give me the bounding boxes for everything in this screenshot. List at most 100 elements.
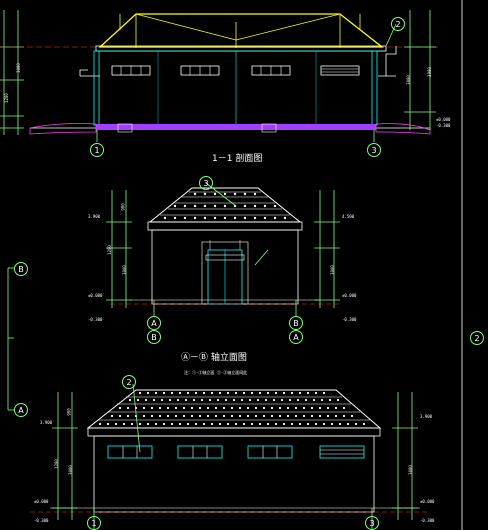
roof-tile-dot — [254, 414, 258, 418]
elev-bot-right-top: 3.900 — [420, 414, 433, 419]
roof-tile-dot — [214, 414, 218, 418]
roof-tile-dot — [294, 414, 298, 418]
elev-mid-left-top: 3.900 — [88, 214, 101, 219]
roof-tile-dot — [206, 414, 210, 418]
axis-bubble-2-right-margin: 2 — [470, 331, 484, 345]
roof-tile-dot — [170, 422, 174, 426]
roof-tile-dot — [206, 406, 210, 410]
roof-tile-dot — [278, 414, 282, 418]
roof-tile-dot — [186, 391, 190, 395]
axis-bubble-a-left: A — [147, 316, 161, 330]
roof-tile-dot — [256, 398, 260, 402]
roof-tile-dot — [166, 406, 170, 410]
roof-tile-dot — [302, 414, 306, 418]
elev-bot-left-top: 3.900 — [40, 420, 53, 425]
roof-tile-dot — [214, 406, 218, 410]
roof-tile-dot — [310, 414, 314, 418]
roof-tile-dot — [162, 422, 166, 426]
roof-tile-dot — [238, 414, 242, 418]
roof-tile-dot — [272, 398, 276, 402]
roof-tile-dot — [98, 422, 102, 426]
axis-bubble-b-margin: B — [14, 262, 28, 276]
roof-tile-dot — [158, 414, 162, 418]
roof-tile-dot — [334, 414, 338, 418]
roof-tile-dot — [142, 414, 146, 418]
roof-tile-dot — [338, 422, 342, 426]
roof-tile-dot — [302, 406, 306, 410]
roof-tile-dot — [122, 422, 126, 426]
dim-top-d: 3900 — [426, 67, 432, 77]
roof-tile-dot — [322, 391, 326, 395]
roof-tile-dot — [288, 398, 292, 402]
roof-tile-dot — [246, 414, 250, 418]
roof-tile-dot — [264, 398, 268, 402]
section-1-1 — [0, 10, 440, 142]
roof-tile-dot — [278, 406, 282, 410]
roof-tile-dot — [146, 391, 150, 395]
roof-tile-dot — [312, 398, 316, 402]
elevation-1-3 — [30, 383, 430, 530]
roof-tile-dot — [262, 406, 266, 410]
roof-tile-dot — [286, 414, 290, 418]
roof-tile-dot — [270, 406, 274, 410]
roof-tile-dot — [250, 422, 254, 426]
roof-tile-dot — [210, 422, 214, 426]
leader-bubble-mid: 3 — [199, 176, 213, 190]
roof-tile-dot — [218, 422, 222, 426]
roof-tile-dot — [198, 406, 202, 410]
roof-tile-dot — [142, 406, 146, 410]
dim-mid-c: 3000 — [121, 265, 127, 275]
dim-top-b: 3000 — [15, 63, 21, 73]
roof-tile-dot — [146, 422, 150, 426]
roof-tile-dot — [226, 422, 230, 426]
leader-bubble-top: 2 — [391, 17, 405, 31]
roof-tile-dot — [174, 414, 178, 418]
roof-tile-dot — [354, 422, 358, 426]
roof-tile-dot — [238, 406, 242, 410]
roof-tile-dot — [186, 422, 190, 426]
roof-tile-dot — [350, 414, 354, 418]
roof-tile-dot — [126, 406, 130, 410]
leader-bubble-bottom: 2 — [122, 375, 136, 389]
axis-bubble-a-margin: A — [14, 403, 28, 417]
roof-tile-dot — [184, 398, 188, 402]
elev-top-minus: -0.300 — [436, 123, 451, 128]
roof-tile-dot — [166, 414, 170, 418]
dim-mid-b: 1200 — [106, 245, 112, 255]
roof-tile-dot — [110, 414, 114, 418]
roof-tile-dot — [326, 406, 330, 410]
roof-tile-dot — [328, 398, 332, 402]
roof-tile-dot — [274, 422, 278, 426]
dim-bot-c: 3000 — [67, 465, 73, 475]
axis-bubble-3-bottom: 3 — [365, 516, 379, 530]
section-title: 1－1 剖面图 — [212, 154, 263, 164]
roof-tile-dot — [318, 414, 322, 418]
roof-tile-dot — [174, 406, 178, 410]
roof-tile-dot — [298, 391, 302, 395]
roof-tile-dot — [128, 398, 132, 402]
roof-tile-dot — [126, 414, 130, 418]
roof-tile-dot — [138, 391, 142, 395]
roof-tile-dot — [190, 406, 194, 410]
roof-tile-dot — [282, 422, 286, 426]
roof-tile-dot — [270, 414, 274, 418]
roof-tile-dot — [248, 398, 252, 402]
elev-bot-left-minus: -0.300 — [34, 518, 49, 523]
roof-tile-dot — [230, 414, 234, 418]
roof-tile-dot — [320, 398, 324, 402]
roof-tile-dot — [178, 391, 182, 395]
roof-tile-dot — [342, 414, 346, 418]
roof-tile-dot — [130, 422, 134, 426]
roof-tile-dot — [306, 391, 310, 395]
roof-tile-dot — [154, 391, 158, 395]
roof-tile-dot — [346, 422, 350, 426]
elev-bot-left-zero: ±0.000 — [34, 499, 49, 504]
axis-bubble-b-left: B — [147, 330, 161, 344]
roof-tile-dot — [222, 406, 226, 410]
roof-tile-dot — [258, 422, 262, 426]
roof-tile-dot — [198, 414, 202, 418]
roof-tile-dot — [336, 398, 340, 402]
roof-tile-dot — [150, 406, 154, 410]
axis-bubble-a-right: A — [289, 330, 303, 344]
